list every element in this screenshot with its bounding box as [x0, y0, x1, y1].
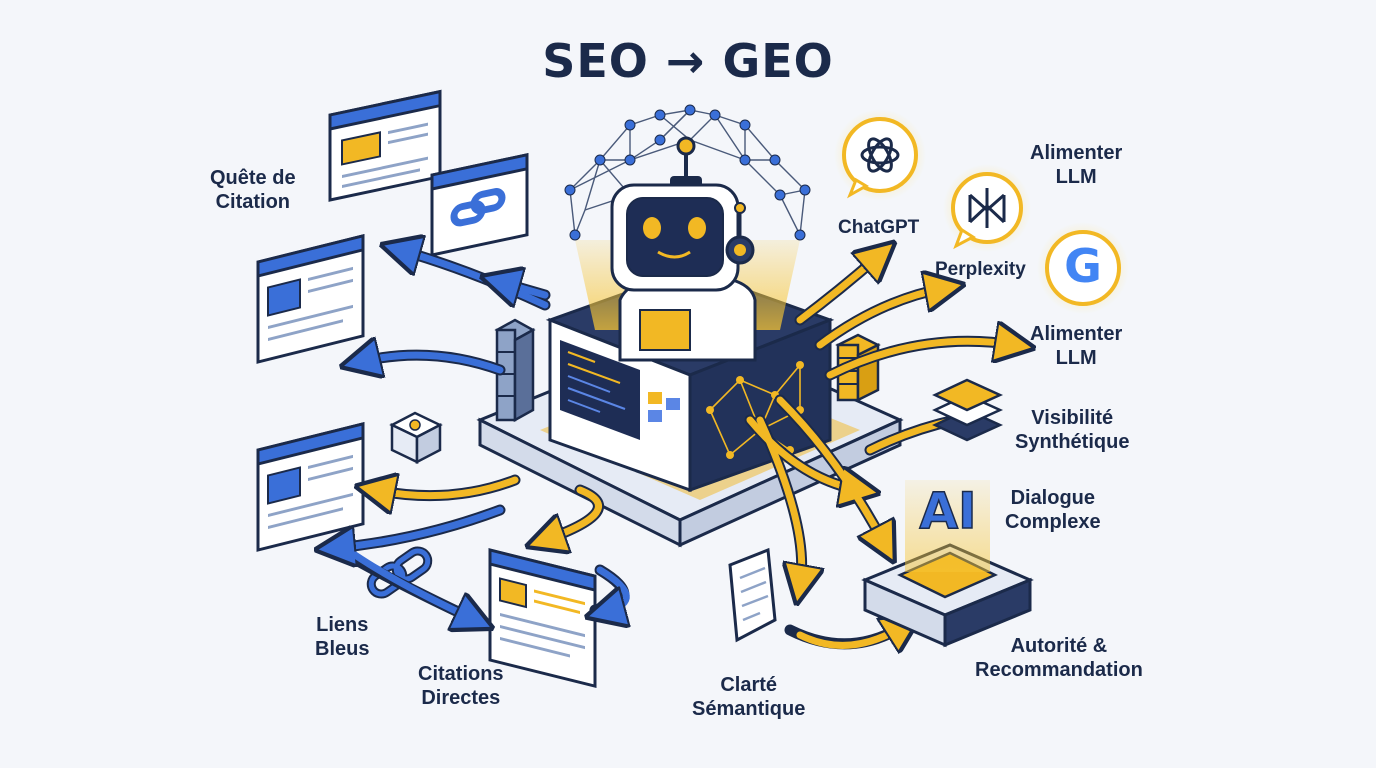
- server-stack-left: [494, 318, 536, 423]
- chain-link-icon: [450, 188, 506, 227]
- perplexity-icon: [968, 188, 1006, 228]
- openai-icon: [860, 137, 900, 173]
- yellow-arrows: [375, 255, 1015, 645]
- chatgpt-bubble: [834, 109, 926, 201]
- browser-window-3: [256, 421, 365, 552]
- layer-stack-icon: [932, 378, 1004, 442]
- perplexity-label: Perplexity: [935, 259, 1026, 280]
- robot: [610, 136, 757, 362]
- document-icon: [728, 547, 777, 643]
- browser-window-2: [256, 233, 365, 364]
- ai-chip-platform: AI: [861, 480, 1034, 648]
- perplexity-bubble: [943, 164, 1031, 252]
- ai-badge: AI: [919, 482, 976, 540]
- browser-window-link: [430, 152, 529, 257]
- google-icon: G: [1064, 239, 1102, 293]
- network-graph: [709, 364, 801, 457]
- browser-window-1: [328, 89, 442, 202]
- google-bubble: [1037, 222, 1129, 314]
- blue-arrows: [335, 250, 626, 620]
- browser-window-4: [488, 548, 597, 689]
- chatgpt-label: ChatGPT: [838, 217, 920, 238]
- gear-cube-icon: [389, 411, 443, 465]
- page-title: SEO → GEO: [542, 34, 834, 88]
- label-autorite-recommandation: Autorité &Recommandation: [975, 635, 1143, 681]
